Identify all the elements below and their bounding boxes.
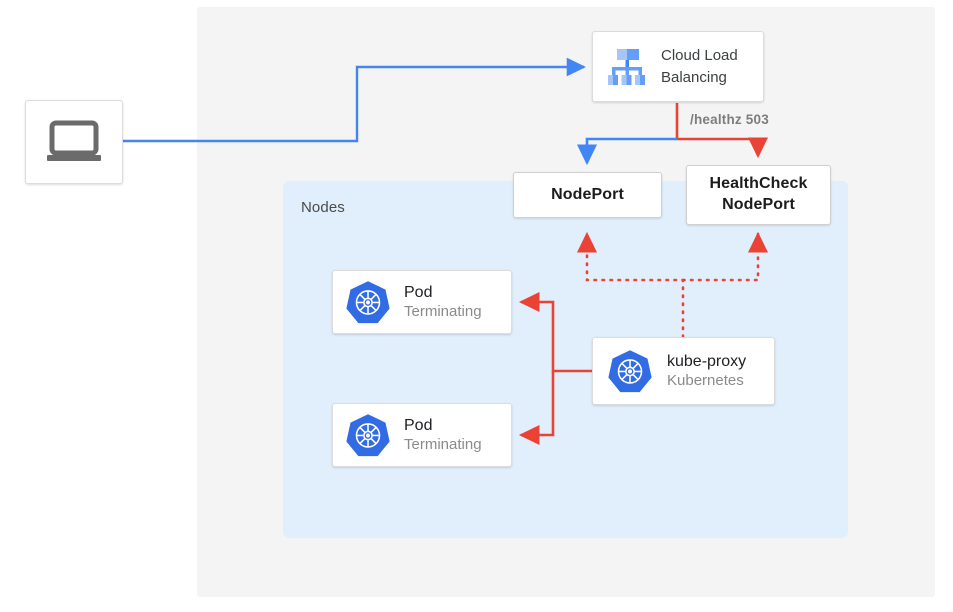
healthcheck-nodeport-label: HealthCheck NodePort [709,174,807,216]
pod-1-status: Terminating [404,302,482,320]
kubernetes-icon [608,350,652,393]
healthcheck-nodeport-line2: NodePort [722,196,795,213]
pod-card-1: Pod Terminating [332,270,512,334]
cloud-load-balancing-icon [608,48,645,85]
pod-2-text: Pod Terminating [404,416,482,455]
nodeport-label: NodePort [551,185,624,203]
healthcheck-nodeport-line1: HealthCheck [709,175,808,193]
kube-proxy-text: kube-proxy Kubernetes [667,352,746,391]
laptop-icon [47,120,101,161]
kube-proxy-card: kube-proxy Kubernetes [592,337,775,405]
client-card [25,100,123,184]
cloud-load-balancing-title-line2: Balancing [661,68,727,86]
pod-2-title: Pod [404,416,433,434]
kubernetes-icon [346,414,390,457]
nodes-panel-label: Nodes [301,199,345,216]
healthz-edge-label: /healthz 503 [690,112,769,127]
pod-card-2: Pod Terminating [332,403,512,467]
kube-proxy-title: kube-proxy [667,352,747,370]
kube-proxy-subtitle: Kubernetes [667,371,744,389]
cloud-load-balancing-card: Cloud Load Balancing [592,31,764,102]
cloud-load-balancing-title-line1: Cloud Load [661,46,738,64]
pod-1-text: Pod Terminating [404,283,482,322]
nodeport-card: NodePort [513,172,662,218]
cloud-load-balancing-label: Cloud Load Balancing [661,45,738,89]
pod-1-title: Pod [404,283,433,301]
pod-2-status: Terminating [404,435,482,453]
kubernetes-icon [346,281,390,324]
healthcheck-nodeport-card: HealthCheck NodePort [686,165,831,225]
